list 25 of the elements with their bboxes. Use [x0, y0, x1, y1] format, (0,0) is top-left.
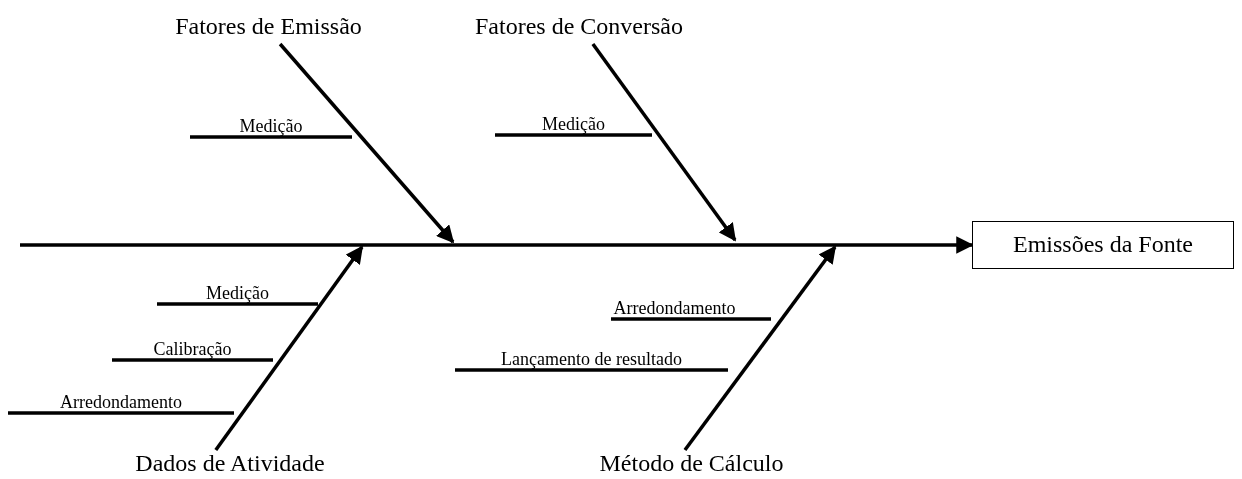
cause-label: Lançamento de resultado	[501, 349, 682, 370]
branch-line	[157, 302, 318, 306]
category-label: Método de Cálculo	[599, 450, 784, 478]
effect-box	[972, 221, 1234, 269]
arrow	[20, 236, 974, 254]
cause-label: Medição	[206, 283, 269, 304]
branch-line	[611, 317, 771, 321]
cause-label: Arredondamento	[60, 392, 182, 413]
arrow	[278, 42, 455, 244]
branch-line	[455, 368, 728, 372]
branch-line	[190, 135, 352, 139]
branch-line	[8, 411, 234, 415]
cause-label: Medição	[239, 116, 303, 137]
category-label: Fatores de Emissão	[175, 13, 362, 41]
arrow	[591, 42, 737, 242]
branch-line	[495, 133, 652, 137]
category-label: Fatores de Conversão	[475, 13, 683, 41]
cause-label: Arredondamento	[613, 298, 736, 319]
effect-label: Emissões da Fonte	[1013, 231, 1193, 259]
cause-label: Medição	[542, 114, 605, 135]
category-label: Dados de Atividade	[135, 450, 325, 478]
cause-label: Calibração	[153, 339, 232, 360]
arrow	[214, 245, 364, 452]
branch-line	[112, 358, 273, 362]
arrow	[683, 245, 837, 452]
